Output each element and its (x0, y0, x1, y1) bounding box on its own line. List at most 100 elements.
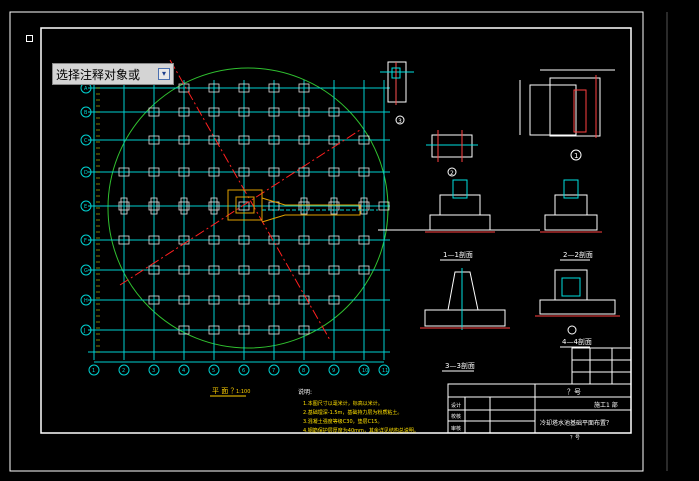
detail-2: 2 (426, 130, 478, 177)
axis-label-x: 4 (182, 368, 185, 374)
title-block-number: ？号 (567, 388, 581, 396)
section-3-3-title: 3—3剖面 (445, 361, 475, 370)
axis-bubble-x (178, 364, 190, 376)
axis-label-y: C (84, 138, 88, 144)
section-3-3: 3—3剖面 (420, 268, 510, 372)
axis-bubble-y (80, 200, 92, 212)
center-pit-inner (235, 196, 255, 214)
footing (268, 295, 280, 305)
title-block-row-3: 审核 (451, 425, 461, 432)
detail-3-label: 3 (398, 118, 402, 125)
axis-bubble-x (118, 364, 130, 376)
footing (238, 235, 250, 245)
footing-pad (150, 197, 158, 215)
axis-bubble-x (88, 364, 100, 376)
axis-label-x: 3 (152, 368, 155, 374)
axis-label-y: J (83, 328, 85, 334)
section-4-4-title: 4—4剖面 (562, 337, 592, 346)
footing (178, 295, 190, 305)
command-prompt-tooltip[interactable]: 选择注释对象或 ▾ (52, 63, 174, 85)
footing (208, 295, 220, 305)
footing (208, 201, 220, 211)
title-block-sheet: 施工1 部 (594, 401, 618, 409)
footing (178, 135, 190, 145)
center-pit (227, 189, 263, 221)
axis-bubble-x (298, 364, 310, 376)
axis-bubble-y (80, 106, 92, 118)
footing-pad (120, 197, 128, 215)
notes-line-4: 4.钢筋保护层厚度为40mm，其余详见结构总说明。 (303, 427, 419, 434)
crosshair-cursor (26, 35, 33, 42)
axis-bubble-x (378, 364, 390, 376)
axis-label-x: 10 (362, 368, 368, 374)
detail-1-label: 1 (574, 152, 578, 160)
axis-label-x: 7 (272, 368, 275, 374)
axis-label-x: 2 (122, 368, 125, 374)
axis-bubble-x (208, 364, 220, 376)
axis-label-x: 8 (302, 368, 305, 374)
axis-bubble-x (238, 364, 250, 376)
drawing-frame (40, 27, 632, 434)
footing (328, 167, 340, 177)
dropdown-arrow-icon[interactable]: ▾ (158, 68, 170, 80)
footing-pad (180, 197, 188, 215)
axis-bubble-y (80, 294, 92, 306)
footing (298, 107, 310, 117)
axis-bubble-y (80, 166, 92, 178)
footing (238, 265, 250, 275)
notes-block: 说明: 1.本图尺寸以毫米计，标高以米计。 2.基础埋深-1.5m，基础持力层为… (298, 388, 419, 434)
footing (268, 135, 280, 145)
title-block-row-1: 设计 (451, 402, 461, 409)
axis-label-y: D (84, 170, 88, 176)
plan-scale: 1:100 (236, 389, 250, 395)
footing (208, 235, 220, 245)
footing (328, 265, 340, 275)
axis-label-x: 1 (92, 368, 95, 374)
footing (118, 235, 130, 245)
axis-label-x: 6 (242, 368, 245, 374)
footing (268, 325, 280, 335)
section-2-2-title: 2—2剖面 (563, 250, 593, 259)
footing (238, 107, 250, 117)
footing (238, 135, 250, 145)
footing (378, 201, 390, 211)
footing (238, 201, 250, 211)
footing-pad (300, 197, 308, 215)
center-line-2 (119, 129, 361, 286)
axis-bubble-x (148, 364, 160, 376)
footing (298, 83, 310, 93)
footing (298, 325, 310, 335)
plan-title: 平 面 ？ (212, 387, 237, 395)
footing (178, 265, 190, 275)
footing (208, 265, 220, 275)
footing-pad (330, 197, 338, 215)
footing (178, 201, 190, 211)
axis-label-y: A (84, 86, 88, 92)
title-block-drawing-title: 冷却塔水池基础平面布置？ (540, 419, 612, 427)
footing (358, 135, 370, 145)
footing (268, 265, 280, 275)
axis-label-x: 11 (382, 368, 388, 374)
footing (178, 167, 190, 177)
footing (328, 235, 340, 245)
axis-label-x: 5 (212, 368, 215, 374)
footing (298, 135, 310, 145)
detail-1: 1 (519, 69, 615, 161)
axis-label-y: H (84, 298, 88, 304)
center-line-1 (169, 59, 331, 341)
axis-bubble-y (80, 324, 92, 336)
footing (238, 295, 250, 305)
footing-pad (360, 197, 368, 215)
footing (208, 107, 220, 117)
footing (298, 295, 310, 305)
footing (298, 235, 310, 245)
footing (178, 325, 190, 335)
title-block: ？号 施工1 部 冷却塔水池基础平面布置？ 设计 校核 审核 ？号 (447, 347, 632, 441)
footing (208, 167, 220, 177)
axis-bubble-x (328, 364, 340, 376)
footing (358, 235, 370, 245)
title-block-row-2: 校核 (451, 413, 461, 420)
footing (148, 265, 160, 275)
